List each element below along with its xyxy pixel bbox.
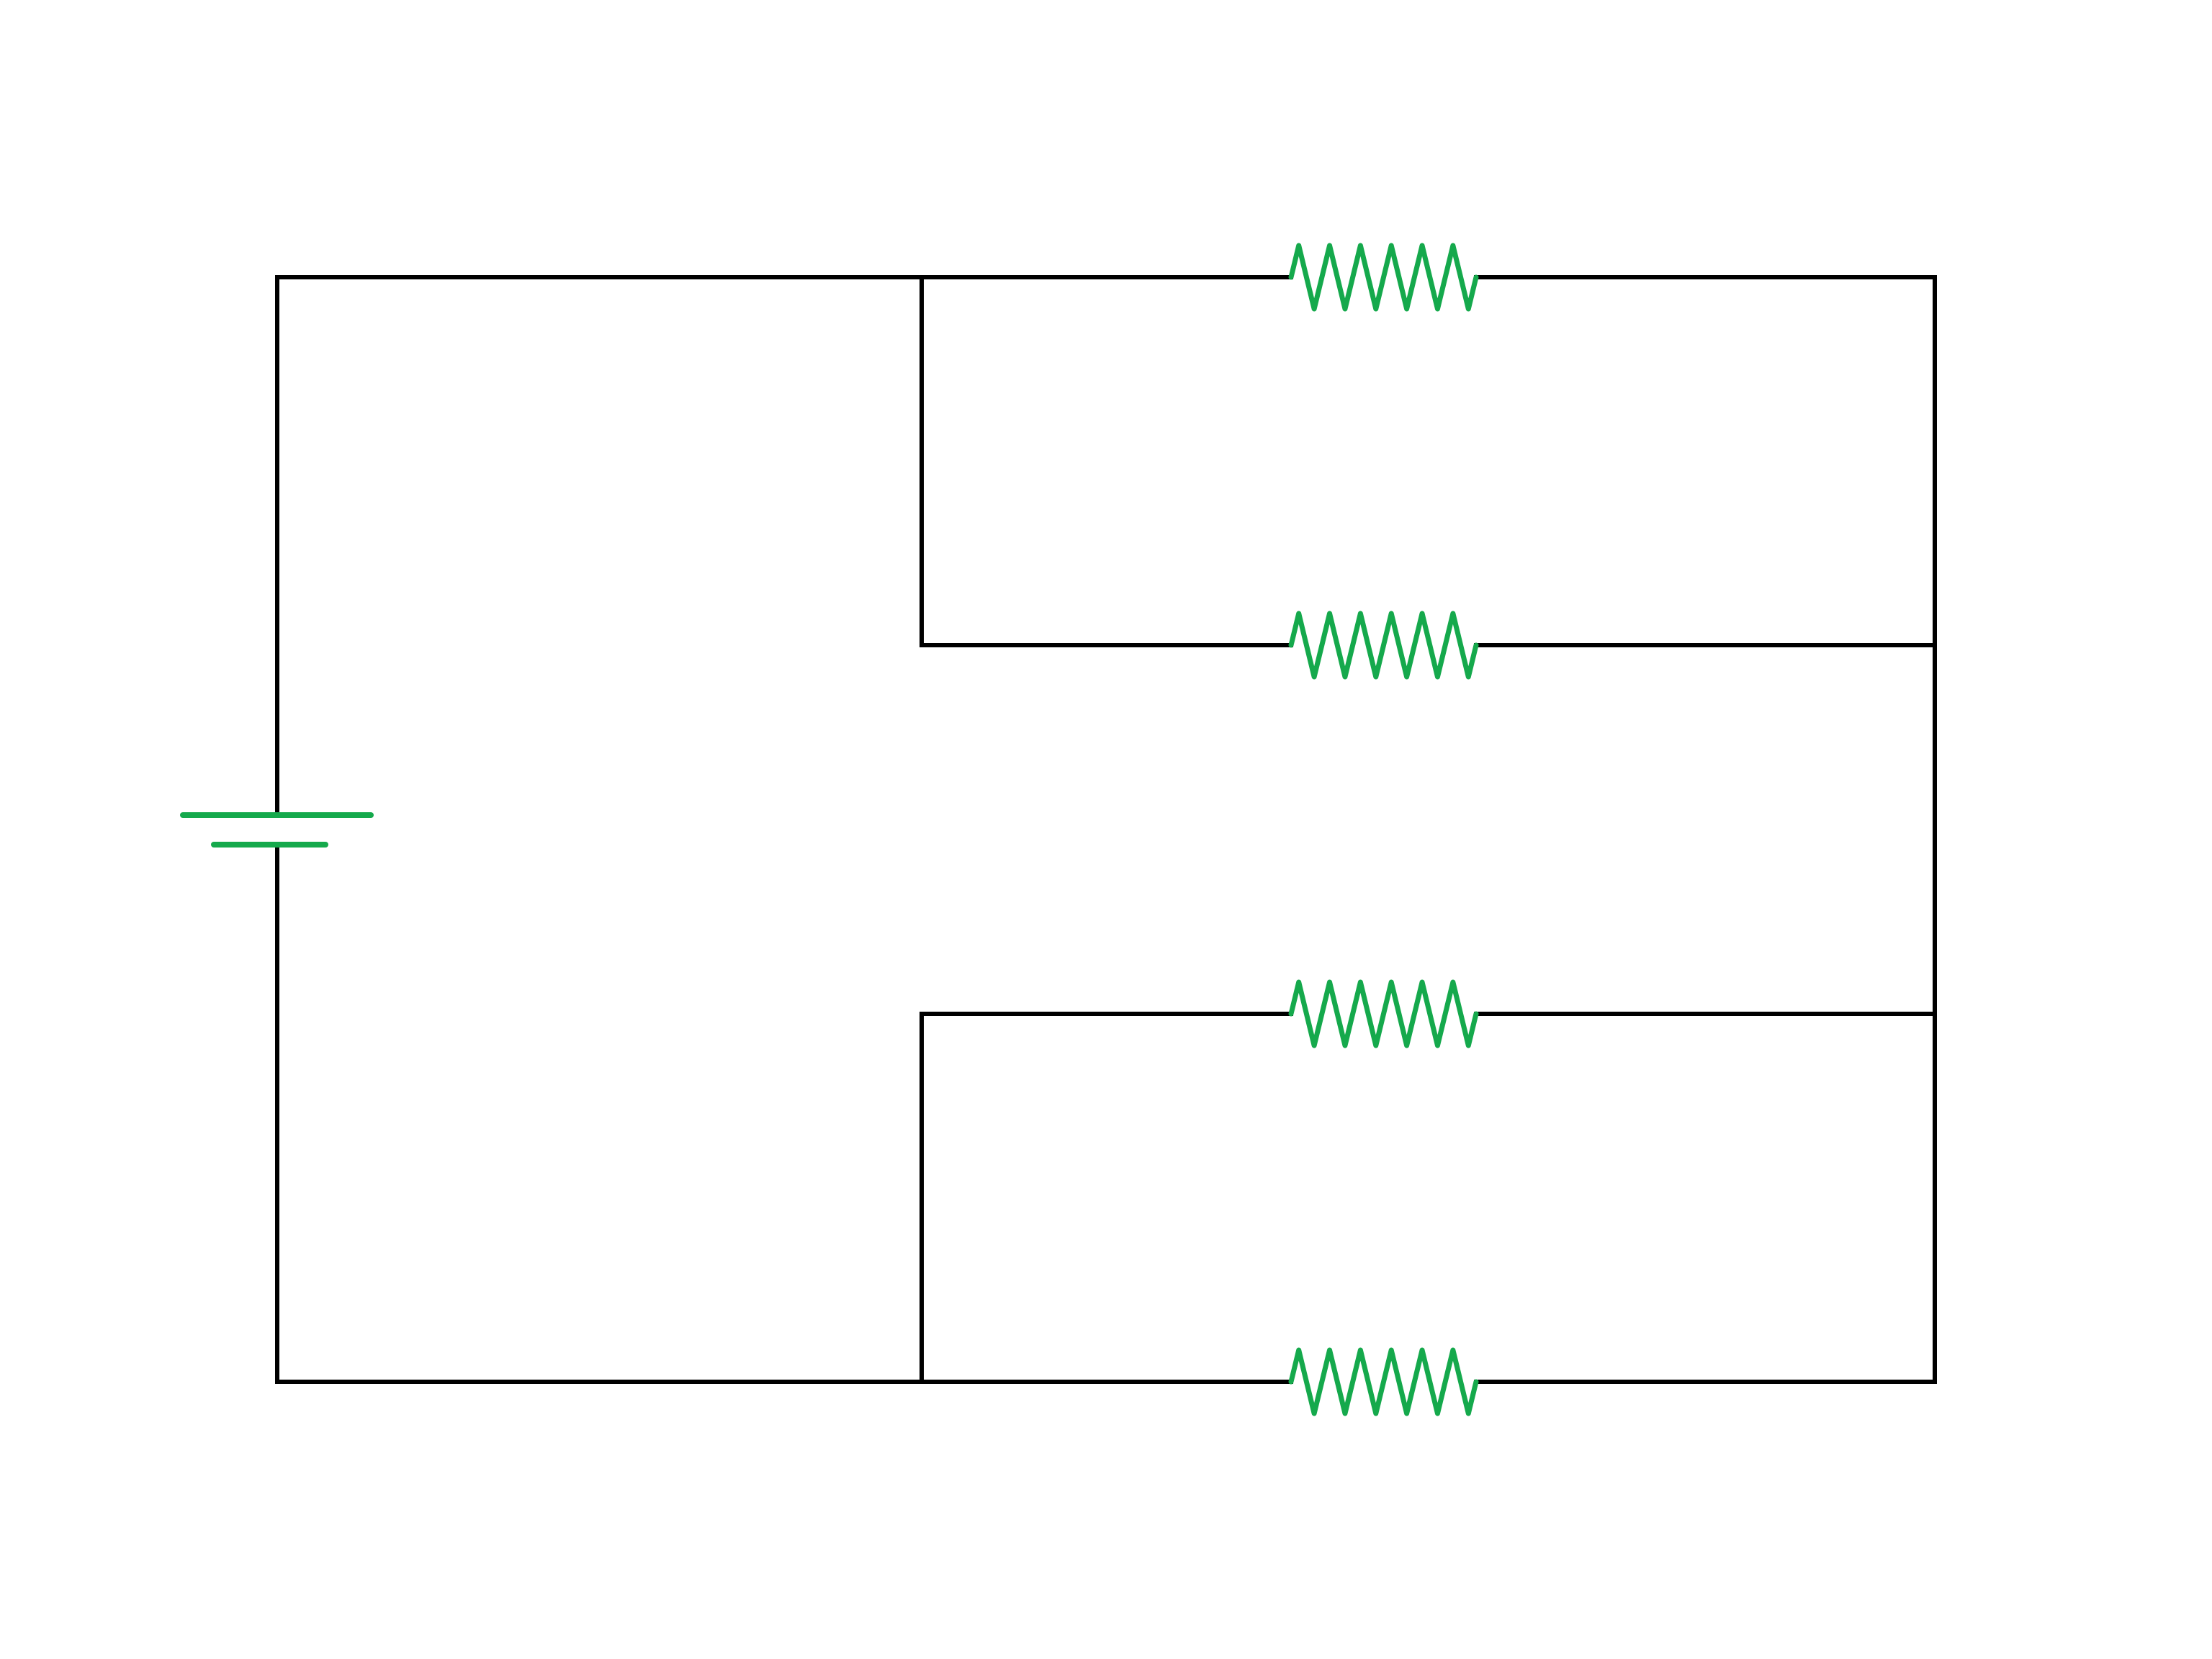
- resistor-4: [1288, 1347, 1479, 1416]
- resistor-1: [1288, 243, 1479, 312]
- resistor-3: [1288, 979, 1479, 1048]
- resistor-2: [1288, 611, 1479, 680]
